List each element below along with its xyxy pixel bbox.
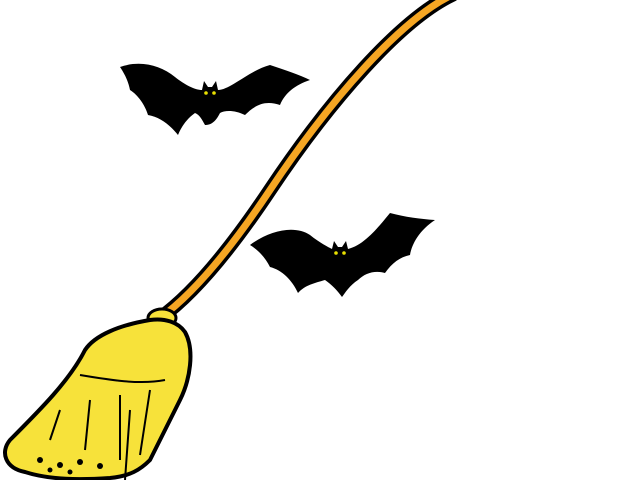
broom [3,0,457,480]
bat-top [120,63,310,135]
broom-dots [37,457,103,475]
bat-bottom [250,213,435,297]
bat-body [250,213,435,297]
broom-bristle-lines [49,374,166,480]
bat-body [120,63,310,135]
bat-eye-left [334,251,338,255]
broom-handle [156,0,451,322]
bat-eye-right [212,91,216,95]
bat-eye-right [342,251,346,255]
bat-eye-left [204,91,208,95]
broom-head [3,317,193,480]
